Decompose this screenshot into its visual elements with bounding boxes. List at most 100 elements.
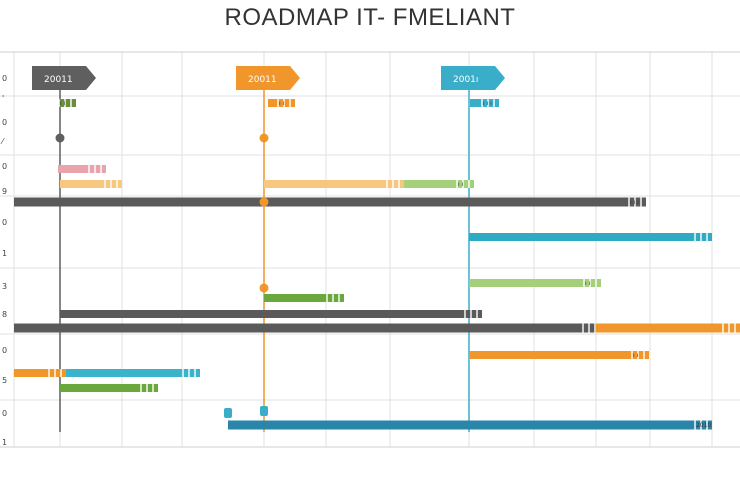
task-bar-tick <box>398 180 400 188</box>
task-bar <box>264 294 344 302</box>
task-bar-tick <box>637 351 639 359</box>
task-bar-tick <box>88 165 90 173</box>
task-bar-tick <box>60 369 62 377</box>
milestones: 20011 20011 2001ı <box>32 66 505 418</box>
task-bar-tick <box>493 99 495 107</box>
task-bar-tick <box>64 99 66 107</box>
task-bar-tick <box>487 99 489 107</box>
milestone-dot <box>259 283 269 293</box>
task-bar-tick <box>589 279 591 287</box>
row-label: 1 <box>2 438 7 447</box>
task-bar-tick <box>706 233 708 241</box>
task-bar-tick <box>58 99 60 107</box>
task-bar-tick <box>194 369 196 377</box>
task-bar-tick <box>188 369 190 377</box>
task-bar-tick <box>152 384 154 392</box>
task-bar <box>469 351 649 359</box>
task-bar-tick <box>338 294 340 302</box>
task-bar-tick <box>628 197 630 207</box>
milestone-label: 2001ı <box>453 75 478 85</box>
task-bar-tick <box>694 420 696 430</box>
task-bar-tick <box>464 310 466 318</box>
milestone-flag <box>441 66 505 90</box>
task-bar <box>470 99 499 107</box>
task-bar-tick <box>694 233 696 241</box>
task-bar <box>469 233 712 241</box>
task-bar-tick <box>386 180 388 188</box>
task-bar-tick <box>706 420 708 430</box>
task-bar <box>596 323 740 333</box>
row-label: 0 <box>2 118 7 127</box>
milestone-label: 20011 <box>44 75 73 85</box>
row-label: 0 <box>2 218 7 227</box>
task-bar-label: ı ı <box>633 352 639 359</box>
row-label: 1 <box>2 249 7 258</box>
task-bar-tick <box>470 310 472 318</box>
task-bar-tick <box>110 180 112 188</box>
task-bar-tick <box>100 165 102 173</box>
task-bar-tick <box>634 197 636 207</box>
task-bar <box>64 369 200 377</box>
task-bar-tick <box>70 99 72 107</box>
milestone-label: 20011 <box>248 75 277 85</box>
task-bar-tick <box>146 384 148 392</box>
task-bar <box>58 165 106 173</box>
task-bar <box>60 99 76 107</box>
task-bar-label: ı ı <box>458 181 464 188</box>
task-bar-tick <box>332 294 334 302</box>
task-bar-tick <box>583 279 585 287</box>
milestone-flag <box>236 66 300 90</box>
task-bar-tick <box>326 294 328 302</box>
task-bar <box>60 310 482 318</box>
task-bar-tick <box>289 99 291 107</box>
chart-title: ROADMAP IT- FMELIANT <box>224 4 516 31</box>
row-label: 3 <box>2 282 7 291</box>
task-bar-tick <box>734 323 736 333</box>
task-bar-label: ı ı <box>60 100 66 107</box>
task-bar-tick <box>182 369 184 377</box>
task-bar <box>14 323 600 333</box>
task-bar-tick <box>728 323 730 333</box>
task-bar-tick <box>640 197 642 207</box>
milestone-dot <box>259 133 269 143</box>
task-bar-label: ı ı ı <box>483 100 492 107</box>
task-bar <box>60 384 158 392</box>
task-bar-tick <box>104 180 106 188</box>
task-bar-tick <box>588 323 590 333</box>
task-bar-tick <box>481 99 483 107</box>
milestone-flag <box>32 66 96 90</box>
task-bar-tick <box>392 180 394 188</box>
task-bar-tick <box>700 233 702 241</box>
task-bar-tick <box>140 384 142 392</box>
row-label: 0 <box>2 162 7 171</box>
task-bar-tick <box>595 279 597 287</box>
milestone-marker <box>224 408 232 418</box>
task-bar-tick <box>631 351 633 359</box>
task-bar <box>14 197 646 207</box>
task-bar <box>404 180 474 188</box>
task-bar <box>469 279 601 287</box>
row-label: ' <box>2 94 4 103</box>
task-bar-tick <box>277 99 279 107</box>
milestone-marker <box>260 406 268 416</box>
task-bar <box>60 180 122 188</box>
task-bar <box>14 369 66 377</box>
task-bar-tick <box>48 369 50 377</box>
task-bar-tick <box>54 369 56 377</box>
task-bar-tick <box>722 323 724 333</box>
task-bar-tick <box>476 310 478 318</box>
task-bar-label: ı ı <box>279 100 285 107</box>
row-label: 8 <box>2 310 7 319</box>
task-bar-tick <box>462 180 464 188</box>
task-bar-tick <box>456 180 458 188</box>
row-label: 5 <box>2 376 7 385</box>
task-bar-label: 2010 <box>696 422 711 429</box>
task-bar-label: ı ı ı <box>630 199 639 206</box>
task-bar-tick <box>116 180 118 188</box>
row-label: ⁄ <box>0 137 5 146</box>
task-bar-tick <box>582 323 584 333</box>
milestone-dot <box>55 133 65 143</box>
